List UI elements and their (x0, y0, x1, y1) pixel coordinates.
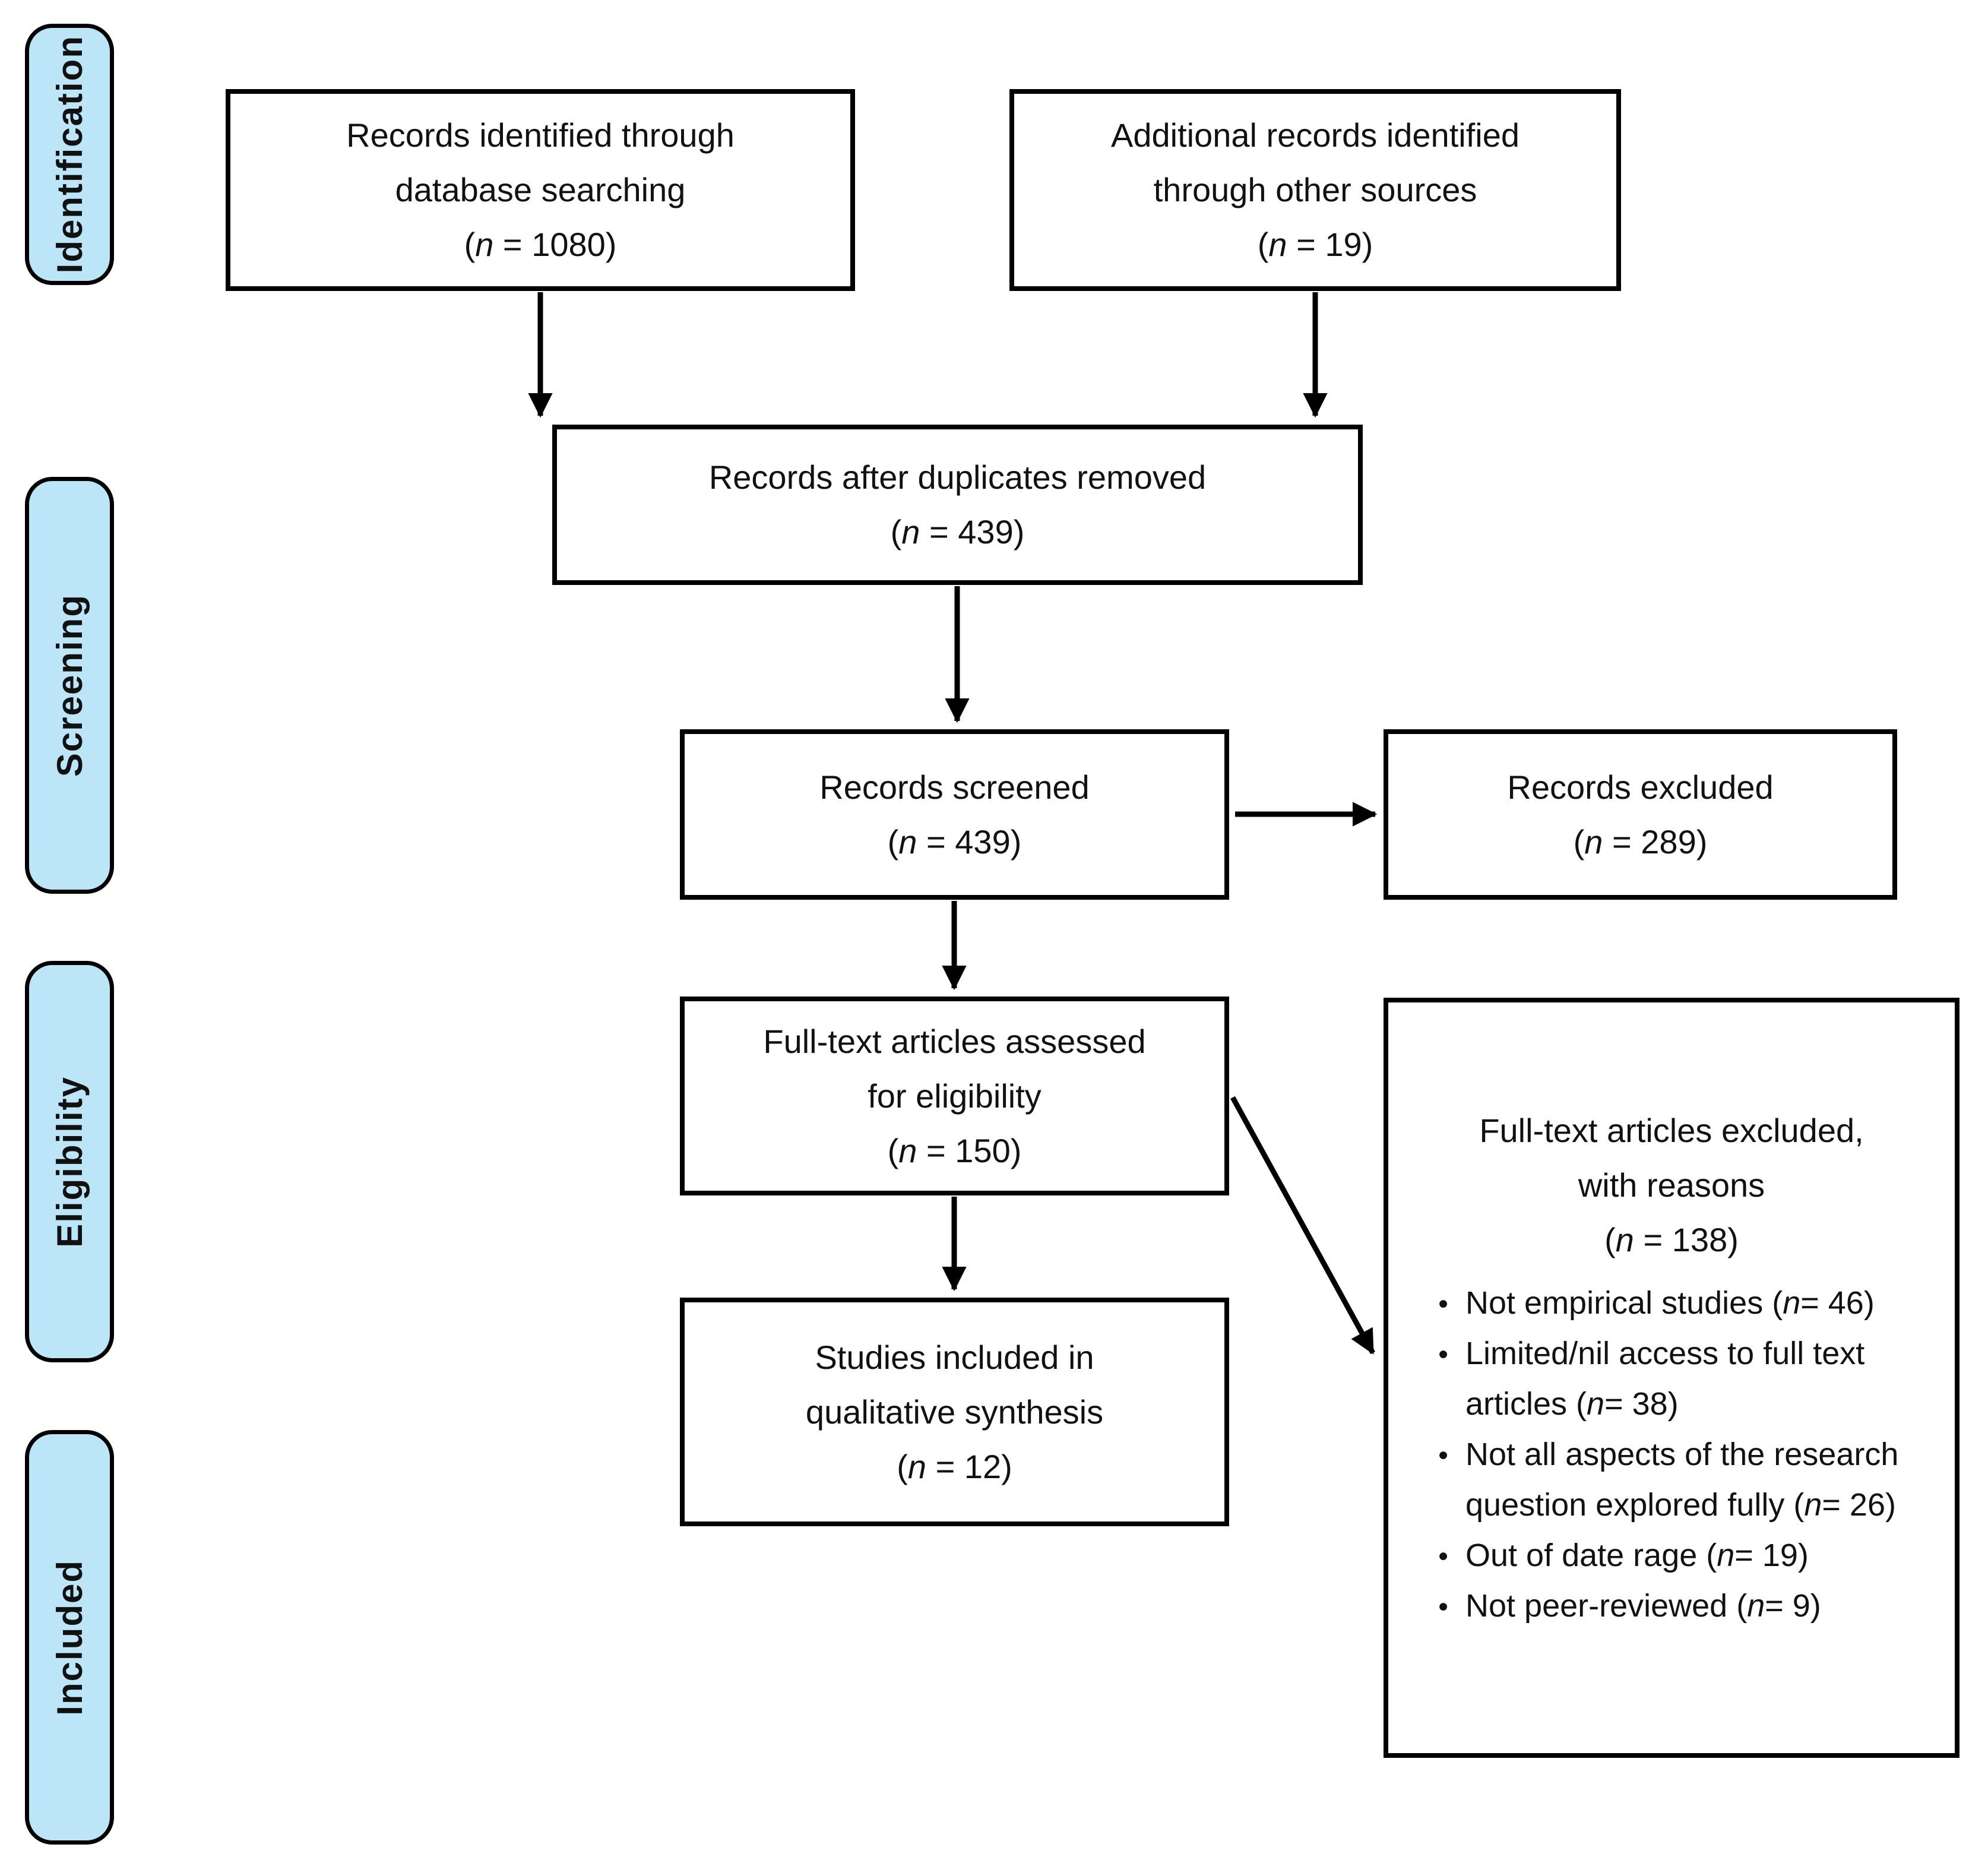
box-fulltext-assessed-line: Full-text articles assessed (763, 1022, 1146, 1060)
fulltext-excluded-title-line: with reasons (1578, 1166, 1765, 1204)
box-records-screened: Records screened (n = 439) (680, 729, 1229, 900)
exclusion-reason-text: Out of date rage (n= 19) (1465, 1538, 1809, 1573)
box-records-screened-count: (n = 439) (887, 823, 1022, 861)
box-records-identified-line: database searching (395, 171, 686, 208)
fulltext-excluded-title-line: Full-text articles excluded, (1479, 1112, 1864, 1149)
exclusion-reason-text: Not empirical studies (n= 46) (1465, 1285, 1875, 1321)
exclusion-reasons-list: ● Not empirical studies (n= 46) ● Limite… (1388, 1278, 1955, 1631)
box-records-excluded: Records excluded (n = 289) (1384, 729, 1897, 900)
exclusion-reason-item: ● Not all aspects of the research questi… (1388, 1429, 1955, 1530)
stage-screening: Screening (25, 477, 114, 894)
stage-identification: Identification (25, 24, 114, 285)
exclusion-reason-text: Limited/nil access to full text articles… (1465, 1336, 1865, 1422)
box-duplicates-removed-count: (n = 439) (890, 513, 1025, 551)
fulltext-excluded-count: (n = 138) (1604, 1221, 1739, 1258)
box-fulltext-assessed: Full-text articles assessed for eligibil… (680, 997, 1229, 1195)
box-records-identified-line: Records identified through (346, 116, 735, 154)
stage-included: Included (25, 1430, 114, 1845)
box-fulltext-assessed-line: for eligibility (868, 1077, 1042, 1115)
box-fulltext-assessed-count: (n = 150) (887, 1131, 1022, 1169)
exclusion-reason-text: Not peer-reviewed (n= 9) (1465, 1588, 1821, 1624)
fulltext-excluded-title: Full-text articles excluded, with reason… (1479, 1103, 1863, 1267)
box-studies-included-line: Studies included in (815, 1338, 1094, 1376)
exclusion-reason-text: Not all aspects of the research question… (1465, 1437, 1899, 1523)
box-records-excluded-count: (n = 289) (1573, 823, 1708, 861)
bullet-icon: ● (1438, 1293, 1449, 1313)
bullet-icon: ● (1438, 1445, 1449, 1464)
box-studies-included-line: qualitative synthesis (805, 1393, 1104, 1431)
arrow-assessed-to-reasons (1230, 1096, 1375, 1355)
exclusion-reason-item: ● Not peer-reviewed (n= 9) (1388, 1581, 1955, 1631)
stage-eligibility: Eligibility (25, 961, 114, 1362)
bullet-icon: ● (1438, 1596, 1449, 1616)
exclusion-reason-item: ● Limited/nil access to full text articl… (1388, 1328, 1955, 1429)
box-additional-records-count: (n = 19) (1257, 226, 1373, 263)
box-records-identified: Records identified through database sear… (226, 89, 855, 291)
box-records-screened-line: Records screened (819, 768, 1090, 806)
box-duplicates-removed-line: Records after duplicates removed (708, 458, 1207, 496)
bullet-icon: ● (1438, 1546, 1449, 1565)
box-additional-records-line: through other sources (1153, 171, 1477, 208)
bullet-icon: ● (1438, 1344, 1449, 1364)
box-studies-included-count: (n = 12) (897, 1447, 1012, 1485)
exclusion-reason-item: ● Out of date rage (n= 19) (1388, 1530, 1955, 1581)
box-studies-included: Studies included in qualitative synthesi… (680, 1298, 1229, 1526)
box-duplicates-removed: Records after duplicates removed (n = 43… (552, 425, 1363, 585)
box-additional-records: Additional records identified through ot… (1009, 89, 1621, 291)
box-records-identified-count: (n = 1080) (464, 226, 617, 263)
box-fulltext-excluded: Full-text articles excluded, with reason… (1384, 998, 1959, 1758)
exclusion-reason-item: ● Not empirical studies (n= 46) (1388, 1278, 1955, 1328)
box-additional-records-line: Additional records identified (1111, 116, 1520, 154)
box-records-excluded-line: Records excluded (1507, 768, 1774, 806)
